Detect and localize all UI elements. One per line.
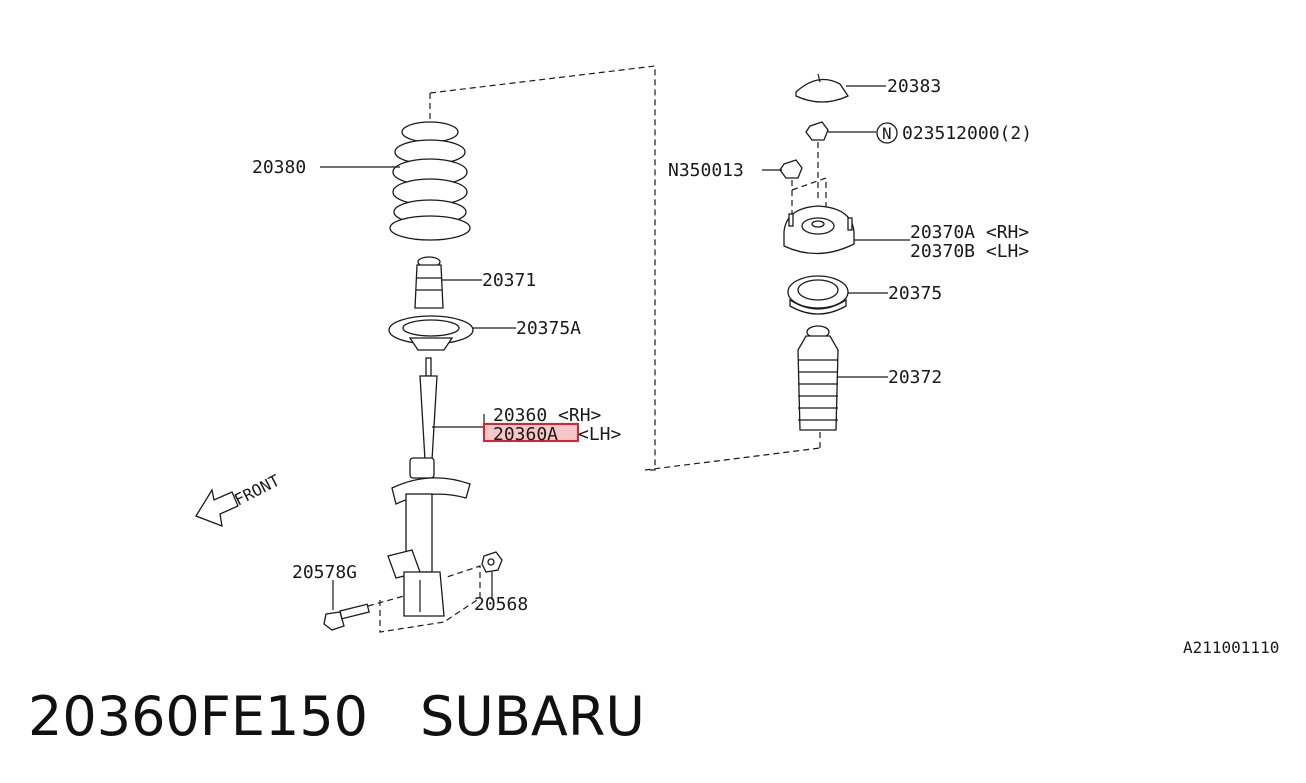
bump-stop — [414, 256, 444, 309]
flange-nut — [805, 121, 829, 141]
label-20370B: 20370B <LH> — [910, 241, 1029, 262]
label-20372: 20372 — [888, 367, 942, 388]
label-023512000: 023512000(2) — [902, 123, 1032, 144]
coil-spring — [389, 121, 471, 241]
label-20370A: 20370A <RH> — [910, 222, 1029, 243]
strut-mount — [783, 205, 855, 255]
bolt-dash — [367, 595, 405, 607]
part-title-bar: 20360FE150 SUBARU — [28, 682, 645, 752]
brand-name: SUBARU — [420, 685, 645, 748]
bearing-seat — [787, 275, 849, 315]
part-number: 20360FE150 — [28, 685, 369, 748]
label-20578G: 20578G — [292, 562, 357, 583]
highlight-20360A — [483, 423, 579, 442]
label-N350013: N350013 — [668, 160, 744, 181]
label-front: FRONT — [231, 471, 283, 510]
label-20360A-side: <LH> — [578, 424, 622, 445]
dust-cap — [795, 73, 849, 103]
small-nut — [779, 159, 803, 179]
n-symbol-icon — [876, 122, 898, 144]
bolt — [323, 603, 370, 631]
label-20380: 20380 — [252, 157, 306, 178]
mount-stud-dash — [791, 177, 827, 214]
label-20371: 20371 — [482, 270, 536, 291]
label-20375: 20375 — [888, 283, 942, 304]
label-20383: 20383 — [887, 76, 941, 97]
label-20375A: 20375A — [516, 318, 581, 339]
parts-diagram: 20380 20371 20375A 20360 <RH> 20360A <LH… — [195, 65, 1279, 657]
front-arrow-icon — [195, 488, 239, 528]
assembly-dashed-outline — [429, 65, 821, 471]
strut-assembly — [387, 357, 471, 617]
label-20568: 20568 — [474, 594, 528, 615]
diagram-ref-code: A211001110 — [1183, 638, 1279, 657]
label-20360-rh: 20360 <RH> — [493, 405, 602, 426]
label-20360A-code: 20360A — [493, 424, 558, 445]
n-symbol-label: N — [882, 124, 892, 143]
spring-seat — [388, 315, 474, 351]
nut — [481, 551, 503, 573]
dust-boot — [797, 325, 839, 431]
